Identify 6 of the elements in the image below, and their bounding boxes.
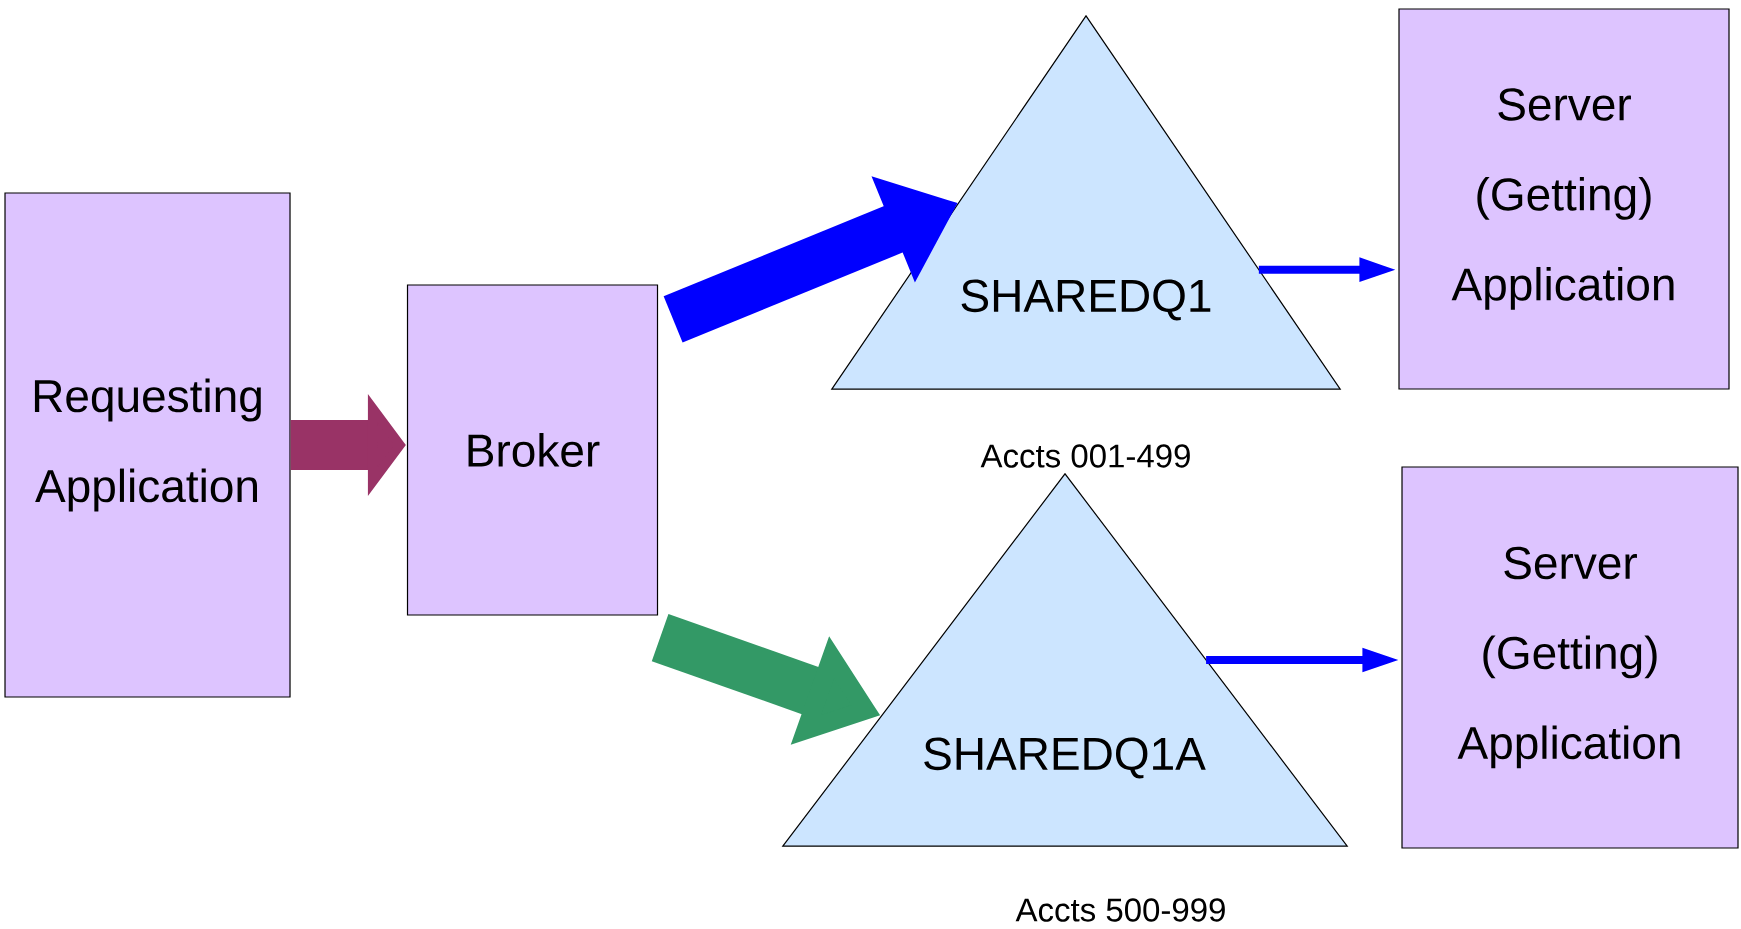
application-box: Requesting Application <box>4 192 291 698</box>
application-box: Server (Getting) Application <box>1398 8 1730 390</box>
account-range-text: Accts 500-999 <box>1015 898 1225 922</box>
application-box: Broker <box>406 284 659 616</box>
account-range-text: Accts 001-499 <box>980 444 1190 468</box>
application-box: Server (Getting) Application <box>1401 466 1739 849</box>
